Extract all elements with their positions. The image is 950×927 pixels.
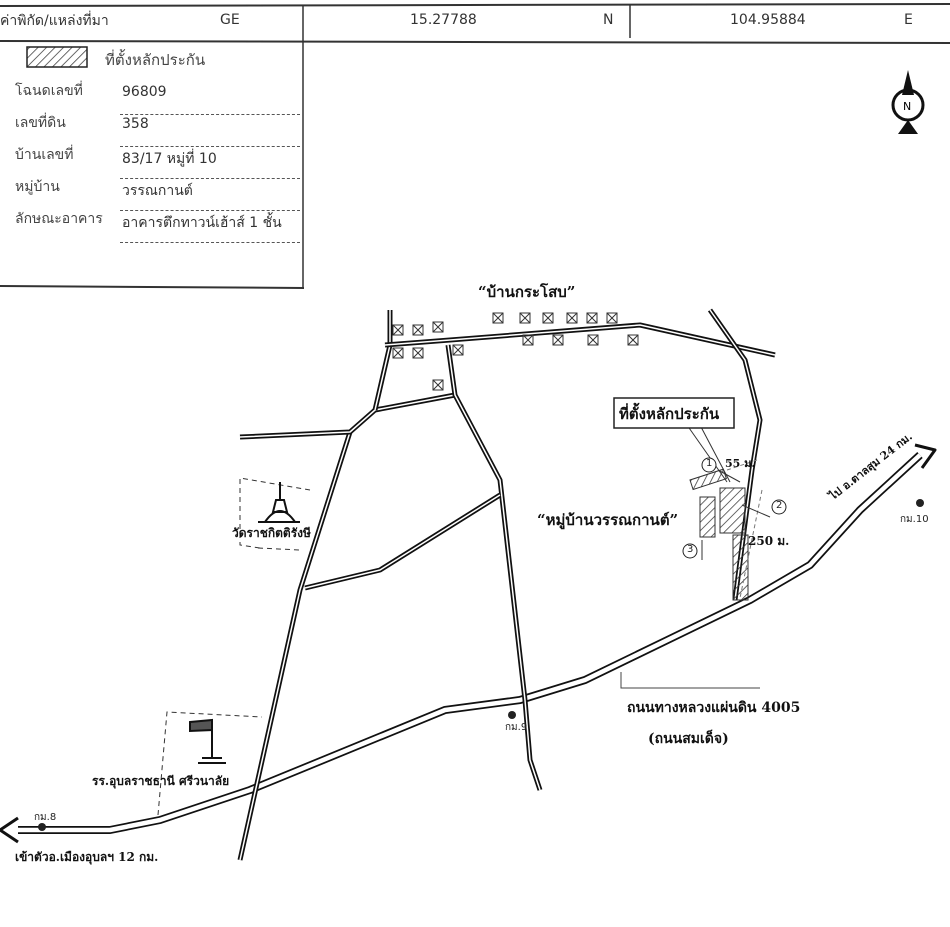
to-left-label: เข้าตัวอ.เมืองอุบลฯ 12 กม.	[15, 850, 159, 864]
house-icon	[542, 312, 554, 324]
legend-row-value: 358	[122, 116, 149, 132]
legend-row-value: อาคารตึกทาวน์เฮ้าส์ 1 ชั้น	[122, 215, 282, 231]
dotted-line	[120, 210, 300, 211]
dotted-line	[120, 114, 300, 115]
house-icon	[452, 344, 464, 356]
road-middle	[447, 344, 541, 791]
dotted-line	[120, 178, 300, 179]
legend-row-value: 83/17 หมู่ที่ 10	[122, 151, 217, 167]
source-label: ค่าพิกัด/แหล่งที่มา	[0, 13, 109, 29]
dist-250: 250 ม.	[748, 534, 790, 548]
longitude: 104.95884	[730, 12, 806, 28]
legend-row-value: วรรณกานต์	[122, 183, 193, 199]
house-icon	[392, 324, 404, 336]
school-flag-icon	[189, 718, 226, 764]
house-icon	[606, 312, 618, 324]
lat-dir: N	[603, 12, 614, 28]
house-icon	[392, 347, 404, 359]
house-icon	[432, 379, 444, 391]
road-top-horizontal	[384, 324, 776, 356]
km10-label: กม.10	[900, 514, 929, 525]
highway	[18, 453, 922, 833]
dotted-line	[120, 146, 300, 147]
village-top-label: “บ้านกระโสบ”	[478, 283, 576, 301]
collateral-box-label: ที่ตั้งหลักประกัน	[619, 405, 720, 423]
road-left-horizontal	[239, 394, 456, 438]
house-icon	[587, 334, 599, 346]
km8-label: กม.8	[34, 812, 57, 823]
legend-row-label: โฉนดเลขที่	[15, 83, 83, 99]
house-icon	[566, 312, 578, 324]
road-right	[709, 309, 761, 601]
road-diagonal	[304, 492, 502, 591]
house-icon	[522, 334, 534, 346]
marker-1: 1	[706, 458, 713, 469]
dist-55: 55 ม.	[725, 457, 756, 470]
arrow-left-icon	[0, 816, 19, 844]
hatch-swatch	[26, 46, 88, 68]
marker-3: 3	[687, 544, 694, 555]
temple-label: วัดราชกิตติรังษี	[232, 526, 311, 540]
road-village-top	[372, 310, 393, 411]
house-icon	[627, 334, 639, 346]
legend-row-label: หมู่บ้าน	[15, 179, 60, 195]
legend-row-value: 96809	[122, 84, 167, 100]
house-icon	[519, 312, 531, 324]
hatch-label: ที่ตั้งหลักประกัน	[105, 51, 206, 69]
house-icon	[552, 334, 564, 346]
marker-2: 2	[776, 500, 783, 511]
highway-alt-label: (ถนนสมเด็จ)	[648, 731, 729, 747]
road-left-vertical	[237, 431, 353, 861]
legend-row-label: บ้านเลขที่	[15, 147, 74, 163]
house-icon	[492, 312, 504, 324]
highway-label: ถนนทางหลวงแผ่นดิน 4005	[627, 700, 801, 716]
dotted-line	[120, 242, 300, 243]
lon-dir: E	[904, 12, 913, 28]
house-icon	[586, 312, 598, 324]
arrow-right-icon	[914, 443, 937, 469]
school-label: รร.อุบลราชธานี ศรีวนาลัย	[92, 774, 230, 788]
village-label: “หมู่บ้านวรรณกานต์”	[537, 511, 679, 529]
road-diagonal	[304, 494, 501, 589]
source-value: GE	[220, 12, 240, 28]
legend-row-label: ลักษณะอาคาร	[15, 211, 103, 227]
legend-row-label: เลขที่ดิน	[15, 115, 66, 131]
temple-icon	[258, 482, 300, 523]
latitude: 15.27788	[410, 12, 477, 28]
road-left-vertical	[239, 431, 351, 861]
house-icon	[412, 347, 424, 359]
svg-text:N: N	[903, 100, 911, 113]
km9-label: กม.9	[505, 722, 528, 733]
house-icon	[412, 324, 424, 336]
compass-icon: N	[891, 70, 925, 134]
house-icon	[432, 321, 444, 333]
